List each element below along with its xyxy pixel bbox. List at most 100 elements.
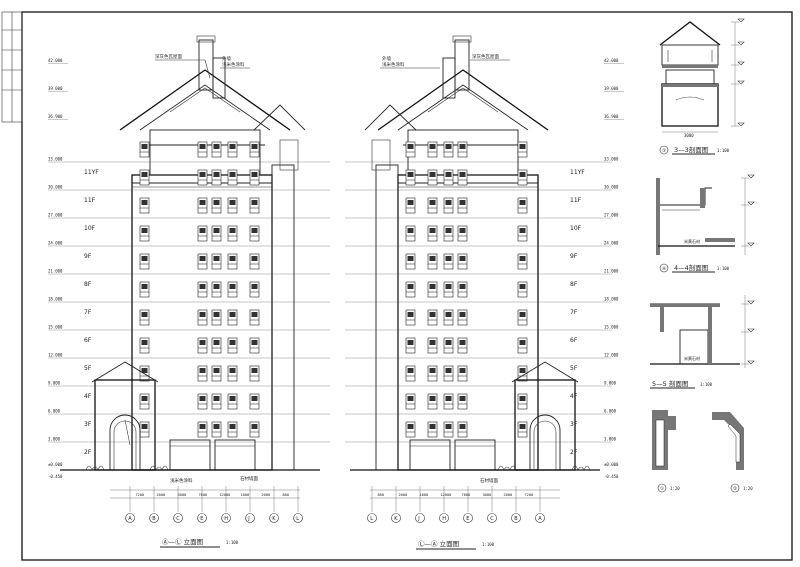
right-window-pane [429, 312, 436, 317]
right-window-pane [429, 228, 436, 233]
left-dim-label: 2000 [157, 493, 166, 497]
left-window [197, 281, 208, 298]
detail-1: ① 1:20 [652, 410, 680, 493]
right-dim-label: 3000 [483, 493, 492, 497]
sec55-level-marker [747, 300, 755, 305]
right-window [443, 169, 454, 186]
left-floor-elev: 24.000 [48, 241, 63, 246]
left-window [197, 393, 208, 410]
right-floor-label: 11F [570, 197, 582, 204]
sheet-border [21, 11, 793, 561]
right-floor-elev: 9.000 [604, 381, 617, 386]
elevation-right: 2F3.0003F6.0004F9.0005F12.0006F15.0007F1… [345, 35, 624, 523]
right-roof-elev: 42.000 [604, 58, 619, 63]
right-floor-elev: 6.000 [604, 409, 617, 414]
section-55-title: 5—5 剖面图 [652, 379, 688, 388]
left-window [197, 309, 208, 326]
left-dim-label: 2000 [262, 493, 271, 497]
left-window [211, 309, 222, 326]
right-axis-bubble [511, 513, 521, 523]
left-axis-bubble [269, 513, 279, 523]
right-window [405, 421, 416, 438]
left-window-pane [229, 228, 236, 233]
right-axis-bubble [487, 513, 497, 523]
elevation-left: 2F3.0003F6.0004F9.0005F12.0006F15.0007F1… [48, 35, 330, 523]
left-window-pane [229, 284, 236, 289]
right-window [457, 393, 468, 410]
left-window-pane [199, 256, 206, 261]
left-window [227, 225, 238, 242]
right-dim-label: 1800 [420, 493, 429, 497]
right-window-pane [445, 284, 452, 289]
left-window [227, 337, 238, 354]
left-window [211, 141, 222, 158]
right-window-pane [445, 396, 452, 401]
right-window [457, 141, 468, 158]
right-window-pane [407, 172, 414, 177]
left-dim-label: 800 [283, 493, 290, 497]
right-window [427, 365, 438, 382]
left-floor-label: 8F [84, 281, 92, 288]
left-window [227, 197, 238, 214]
left-window-pane [141, 424, 148, 429]
right-floor-label: 2F [570, 449, 578, 456]
right-window-pane [459, 368, 466, 373]
right-window [517, 281, 528, 298]
right-window-pane [445, 368, 452, 373]
left-floor-label: 2F [84, 449, 92, 456]
left-window [249, 337, 260, 354]
right-window-pane [429, 340, 436, 345]
right-axis-bubble [439, 513, 449, 523]
right-floor-label: 9F [570, 253, 578, 260]
left-window [249, 393, 260, 410]
right-window-pane [445, 312, 452, 317]
right-floor-elev: 12.000 [604, 353, 619, 358]
left-window-pane [141, 256, 148, 261]
right-window-pane [407, 200, 414, 205]
right-window-pane [429, 368, 436, 373]
right-window [457, 337, 468, 354]
right-floor-elev: 24.000 [604, 241, 619, 246]
section-33-scale: 1:100 [717, 148, 730, 153]
left-window-pane [213, 228, 220, 233]
right-window [427, 309, 438, 326]
left-window [211, 365, 222, 382]
right-window [443, 309, 454, 326]
left-window-pane [141, 340, 148, 345]
right-window [443, 253, 454, 270]
right-window [427, 337, 438, 354]
left-roof-elev: 42.000 [48, 58, 63, 63]
left-window [211, 253, 222, 270]
left-window-pane [141, 144, 148, 149]
right-axis-bubble [415, 513, 425, 523]
right-window-pane [459, 144, 466, 149]
left-window-pane [251, 172, 258, 177]
left-window [139, 253, 150, 270]
right-window-pane [519, 256, 526, 261]
left-window-pane [213, 368, 220, 373]
right-window [517, 365, 528, 382]
right-window-pane [459, 284, 466, 289]
left-window [249, 253, 260, 270]
left-floor-elev: 9.000 [48, 381, 61, 386]
left-window-pane [199, 144, 206, 149]
right-dim-label: 2000 [399, 493, 408, 497]
left-window-pane [229, 256, 236, 261]
sec33-level-marker [737, 18, 745, 23]
sec33-level-marker [737, 122, 745, 127]
note-base-left: 浅米色涂料 [170, 477, 193, 484]
left-window [227, 281, 238, 298]
left-window-pane [141, 396, 148, 401]
right-floor-label: 4F [570, 393, 578, 400]
left-floor-elev: 30.000 [48, 185, 63, 190]
right-window [427, 393, 438, 410]
right-window [405, 197, 416, 214]
section-44-title: 4—4剖面图 [674, 263, 708, 272]
right-floor-elev: 3.000 [604, 437, 617, 442]
right-axis-bubble [391, 513, 401, 523]
left-window [197, 253, 208, 270]
elevation-right-title: Ⓛ—Ⓐ 立面图 [418, 539, 459, 548]
left-window-pane [251, 200, 258, 205]
left-window-pane [251, 340, 258, 345]
